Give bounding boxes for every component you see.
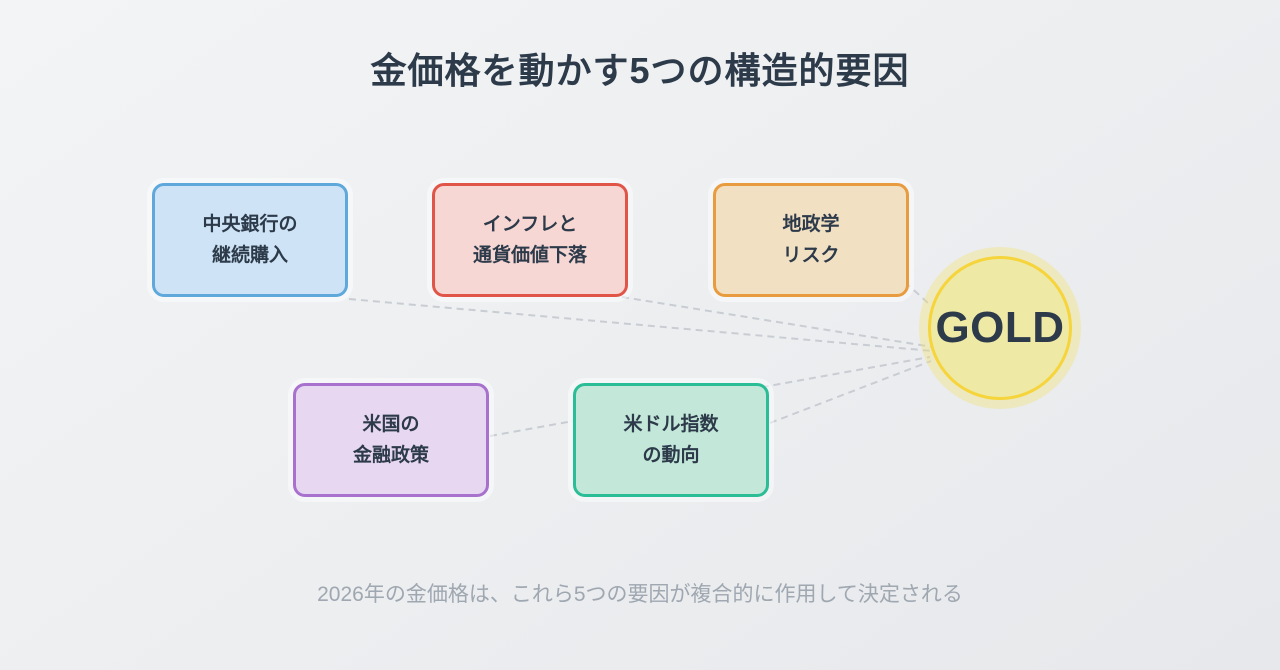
connector-line-dollar-index-to-gold	[769, 360, 932, 424]
page-title: 金価格を動かす5つの構造的要因	[370, 50, 910, 91]
factor-label-dollar-index-trend: 米ドル指数 の動向	[623, 413, 719, 466]
factor-label-central-bank-buying: 中央銀行の 継続購入	[202, 213, 298, 266]
caption-text: 2026年の金価格は、これら5つの要因が複合的に作用して決定される	[317, 583, 963, 606]
factor-label-inflation-currency-depreciation: インフレと 通貨価値下落	[472, 213, 587, 266]
connector-line-central-bank-to-gold	[348, 298, 934, 352]
factor-box-geopolitical-risk: 地政学 リスク	[713, 183, 909, 297]
connector-line-monetary-policy-to-gold	[489, 356, 931, 437]
factor-label-geopolitical-risk: 地政学 リスク	[782, 213, 840, 266]
factor-box-dollar-index-trend: 米ドル指数 の動向	[573, 383, 769, 497]
connector-line-inflation-to-gold	[621, 296, 934, 348]
factor-label-us-monetary-policy: 米国の 金融政策	[352, 413, 429, 466]
factor-box-inflation-currency-depreciation: インフレと 通貨価値下落	[432, 183, 628, 297]
gold-label: GOLD	[935, 303, 1065, 352]
factor-box-central-bank-buying: 中央銀行の 継続購入	[152, 183, 348, 297]
factor-box-us-monetary-policy: 米国の 金融政策	[293, 383, 489, 497]
gold-node: GOLD	[928, 256, 1072, 400]
